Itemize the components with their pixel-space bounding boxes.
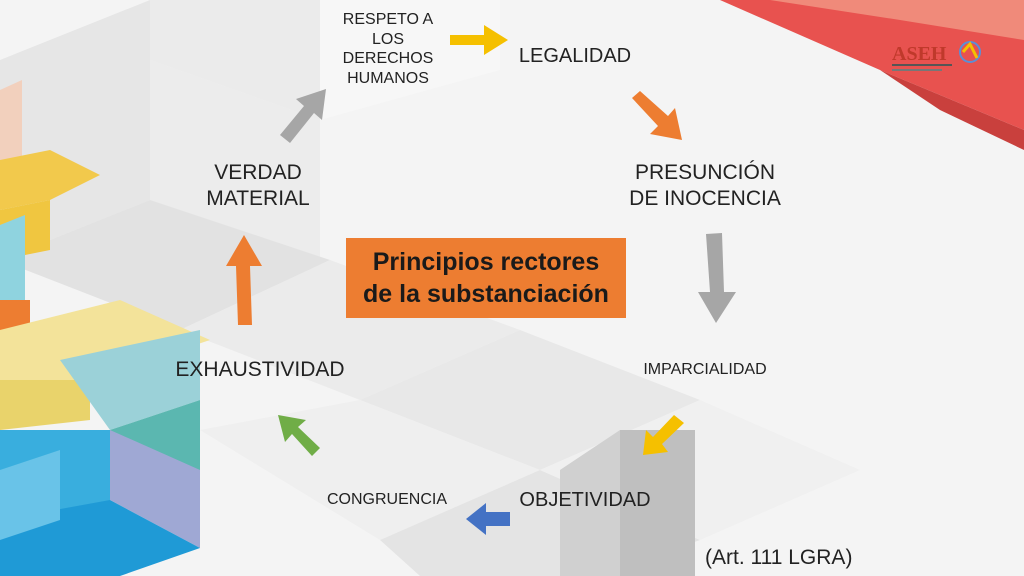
arrow-down-gray-icon <box>698 233 736 323</box>
principle-exhaustividad: EXHAUSTIVIDAD <box>175 358 345 381</box>
arrow-up-right-gray-icon <box>280 89 326 143</box>
principle-congruencia: CONGRUENCIA <box>326 491 447 508</box>
arrow-down-right-orange-icon <box>632 91 682 140</box>
arrow-left-blue-icon <box>466 503 510 535</box>
principle-respeto-derechos-humanos: RESPETO A LOS DERECHOS HUMANOS <box>342 11 434 87</box>
aseh-logo: ASEH <box>890 38 990 78</box>
principle-imparcialidad: IMPARCIALIDAD <box>643 361 767 378</box>
principle-presuncion-de-inocencia: PRESUNCIÓN DE INOCENCIA <box>629 161 781 210</box>
logo-text: ASEH <box>892 43 947 65</box>
arrow-right-yellow-icon <box>450 25 508 55</box>
principle-legalidad: LEGALIDAD <box>518 45 632 67</box>
principle-objetividad: OBJETIVIDAD <box>519 489 651 511</box>
arrow-up-left-green-icon <box>278 415 320 456</box>
principle-verdad-material: VERDAD MATERIAL <box>206 161 310 210</box>
center-title-box: Principios rectores de la substanciación <box>346 238 626 318</box>
arrow-down-left-yellow-icon <box>643 415 684 455</box>
article-citation: (Art. 111 LGRA) <box>705 546 853 569</box>
arrow-up-orange-icon <box>226 235 262 325</box>
center-title: Principios rectores de la substanciación <box>363 247 609 309</box>
